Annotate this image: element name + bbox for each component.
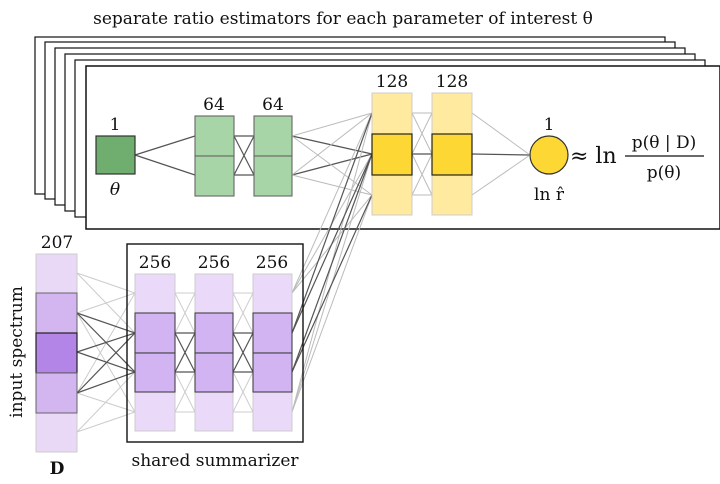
diagram-title: separate ratio estimators for each param…: [93, 9, 593, 29]
input-spectrum-label: input spectrum: [7, 286, 27, 418]
shared-summarizer-box: [126, 243, 304, 443]
summarizer-layer-3-size: 256: [256, 253, 288, 273]
summarizer-layer-3: [252, 273, 293, 432]
theta-input-symbol: θ: [110, 180, 120, 200]
merge-layer-1-size: 128: [376, 72, 408, 92]
theta-input-node: [95, 135, 136, 175]
input-spectrum-size: 207: [41, 233, 73, 253]
hidden-layer-2: [253, 115, 293, 197]
input-spectrum-layer: [35, 253, 78, 453]
hidden-layer-1: [194, 115, 235, 197]
approx-ln-label: ≈ ln: [570, 144, 617, 169]
merge-layer-2-size: 128: [436, 72, 468, 92]
output-node: [529, 135, 569, 175]
merge-layer-2: [431, 92, 473, 216]
summarizer-layer-1-size: 256: [139, 253, 171, 273]
theta-input-size: 1: [110, 115, 121, 135]
summarizer-layer-2-size: 256: [198, 253, 230, 273]
summarizer-to-estimator-connections: [291, 112, 373, 413]
fraction-numerator: p(θ | D): [632, 133, 697, 153]
input-spectrum-symbol: D: [50, 459, 65, 479]
output-symbol: ln r̂: [534, 185, 565, 205]
summarizer-connections: [76, 272, 254, 433]
estimator-faint-connections: [291, 112, 531, 196]
shared-summarizer-label: shared summarizer: [131, 451, 299, 471]
hidden-layer-2-size: 64: [262, 95, 284, 115]
merge-layer-1: [371, 92, 413, 216]
output-size: 1: [544, 115, 555, 135]
fraction-denominator: p(θ): [647, 163, 681, 183]
summarizer-layer-2: [194, 273, 234, 432]
summarizer-layer-1: [134, 273, 176, 432]
hidden-layer-1-size: 64: [203, 95, 225, 115]
